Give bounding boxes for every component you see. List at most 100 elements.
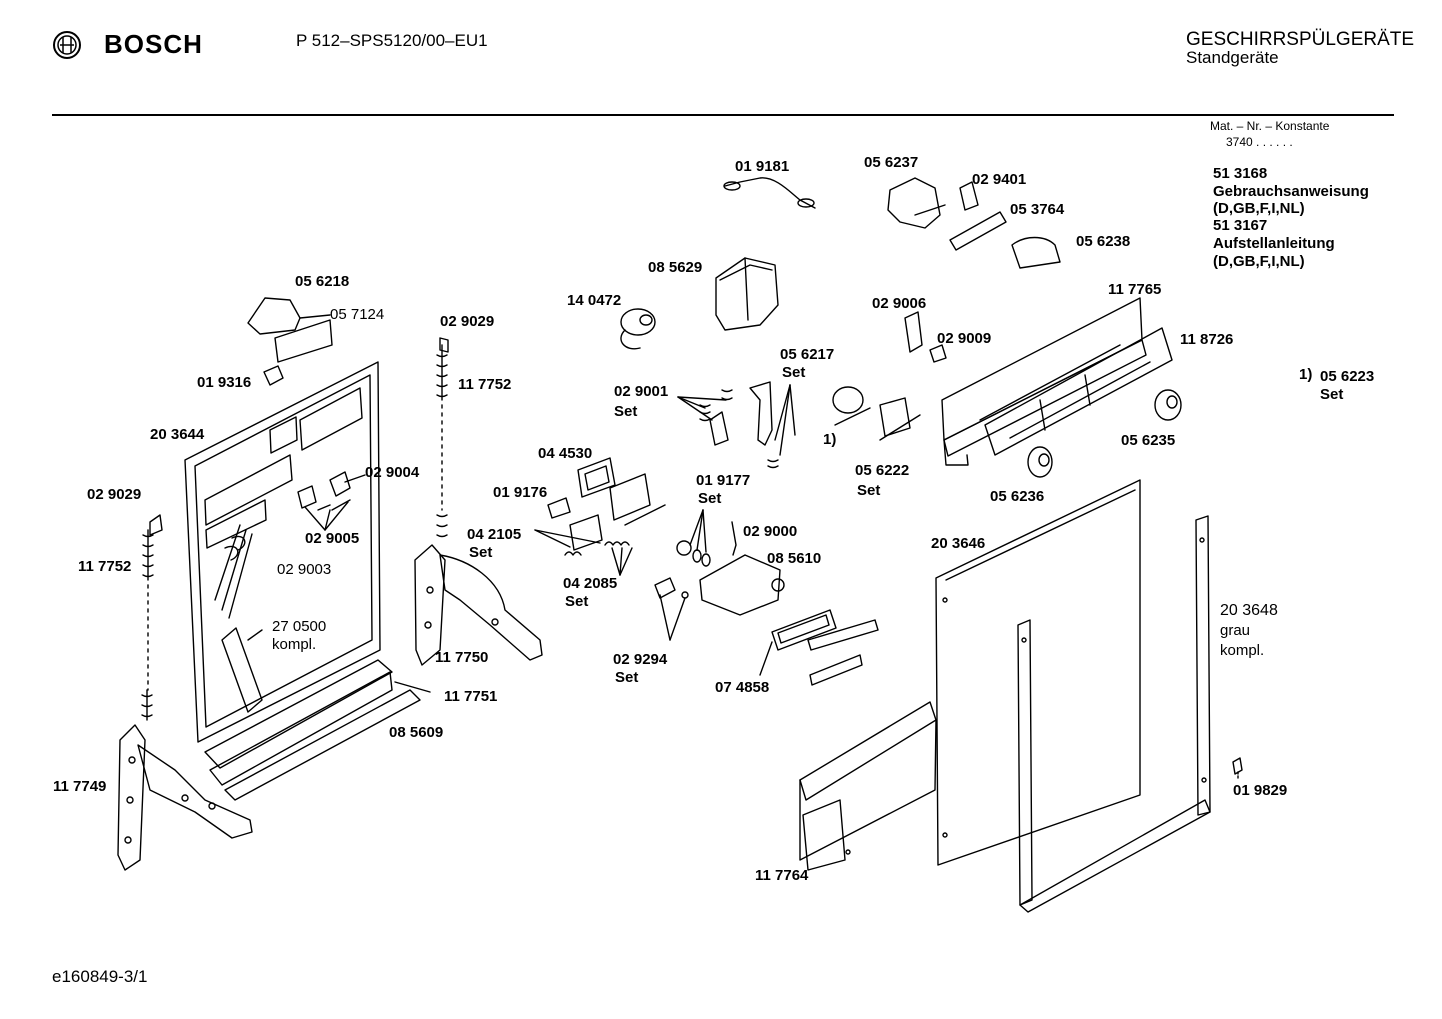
part-label-044530: 04 4530 [538,445,593,462]
frame-203648-drawing [1017,515,1211,913]
part-label-057124: 05 7124 [330,306,385,323]
screw-drawing [1232,757,1243,775]
part-label-029401: 02 9401 [972,171,1027,188]
part-label-053764: 05 3764 [1010,201,1065,218]
part-label-118726: 11 8726 [1180,331,1234,348]
part-label-019177-set: Set [698,490,722,507]
part-label-029029-center: 02 9029 [440,313,495,330]
part-label-019829: 01 9829 [1233,782,1288,799]
dial-056222-drawing [832,386,864,414]
doc1-title: Gebrauchsanweisung [1213,183,1369,200]
door-strip-drawing [221,627,263,713]
footnote-part: 05 6223 [1320,368,1375,385]
cable-drawing [723,177,816,209]
doc2-langs: (D,GB,F,I,NL) [1213,253,1305,270]
part-label-042085-set: Set [565,593,589,610]
part-label-042105: 04 2105 [467,526,522,543]
part-label-019181: 01 9181 [735,158,790,175]
part-label-056236: 05 6236 [990,488,1045,505]
control-panel-drawing [941,297,1173,466]
part-label-056237: 05 6237 [864,154,919,171]
part-label-029005: 02 9005 [305,530,360,547]
part-label-117765: 11 7765 [1108,281,1162,298]
part-label-042085: 04 2085 [563,575,618,592]
latch-drawing [959,181,979,211]
doc2-title: Aufstellanleitung [1213,235,1335,252]
part-label-029001: 02 9001 [614,383,669,400]
door-bottom-strip-drawing [204,659,393,769]
part-label-029029-left: 02 9029 [87,486,142,503]
small-clip-drawing [263,365,284,386]
part-label-056217-set: Set [782,364,806,381]
knob-056235-drawing [1154,389,1182,421]
part-label-029294: 02 9294 [613,651,668,668]
mat-nr-label: Mat. – Nr. – Konstante [1210,119,1330,133]
frame-044530-drawing [577,457,616,498]
part-label-074858: 07 4858 [715,679,770,696]
bosch-logo-icon [52,30,82,65]
hinge-bracket-drawing [117,724,253,871]
roller-drawing [676,540,692,556]
part-label-117751: 11 7751 [444,688,498,705]
kickplate-drawing [799,701,937,871]
part-label-029000: 02 9000 [743,523,798,540]
mat-nr-value: 3740 . . . . . . [1226,135,1293,149]
frame-074858-drawing [771,609,837,651]
part-label-117749: 11 7749 [53,778,107,795]
doc1-number: 51 3168 [1213,165,1268,182]
part-label-056238: 05 6238 [1076,233,1131,250]
plug-drawing [904,311,923,353]
footnote-marker: 1) [1299,366,1313,383]
part-label-019177: 01 9177 [696,472,751,489]
lens-drawing [609,473,651,521]
center-hinge-plate-drawing [414,544,543,666]
inner-door-panel-drawing [184,361,381,743]
timer-085610-drawing [699,554,781,616]
part-label-042105-set: Set [469,544,493,561]
doc2-number: 51 3167 [1213,217,1268,234]
part-label-203644: 20 3644 [150,426,205,443]
knob-056236-drawing [1027,446,1053,478]
model-number: P 512–SPS5120/00–EU1 [296,31,488,50]
part-label-056222-marker: 1) [823,431,837,448]
header-rule [52,114,1394,116]
category-title: GESCHIRRSPÜLGERÄTE [1186,29,1415,50]
part-label-029294-set: Set [615,669,639,686]
part-label-270500-kompl: kompl. [272,636,317,653]
part-label-270500: 27 0500 [272,618,327,635]
part-label-203646: 20 3646 [931,535,986,552]
timer-drawing [715,257,779,331]
part-label-140472: 14 0472 [567,292,622,309]
center-spring-drawing [436,337,449,538]
part-label-056217: 05 6217 [780,346,835,363]
part-label-056222-set: Set [857,482,881,499]
document-id: e160849-3/1 [52,967,148,986]
part-label-203648: 20 3648 [1220,602,1278,619]
part-label-029003: 02 9003 [277,561,332,578]
part-label-117752-left: 11 7752 [78,558,132,575]
part-label-019316: 01 9316 [197,374,252,391]
side-panel-203646-drawing [935,479,1141,866]
part-label-056235: 05 6235 [1121,432,1176,449]
part-label-203648-grau: grau [1220,622,1251,639]
knob-140472-drawing [620,308,656,350]
switch-drawing [329,471,351,497]
part-label-029004: 02 9004 [365,464,420,481]
part-label-056218: 05 6218 [295,273,350,290]
part-label-203648-kompl: kompl. [1220,642,1265,659]
part-label-029001-set: Set [614,403,638,420]
part-label-085609: 08 5609 [389,724,444,741]
upper-bracket-drawing [247,297,333,363]
part-label-085610: 08 5610 [767,550,822,567]
part-label-117750: 11 7750 [435,649,489,666]
brand-name: BOSCH [104,29,203,59]
subcategory-title: Standgeräte [1186,48,1279,67]
hinge-spring-drawing [141,514,163,721]
part-label-029009: 02 9009 [937,330,992,347]
part-label-056222: 05 6222 [855,462,910,479]
bracket-056237-drawing [887,177,941,229]
part-label-029006: 02 9006 [872,295,927,312]
part-label-085629: 08 5629 [648,259,703,276]
doc1-langs: (D,GB,F,I,NL) [1213,200,1305,217]
